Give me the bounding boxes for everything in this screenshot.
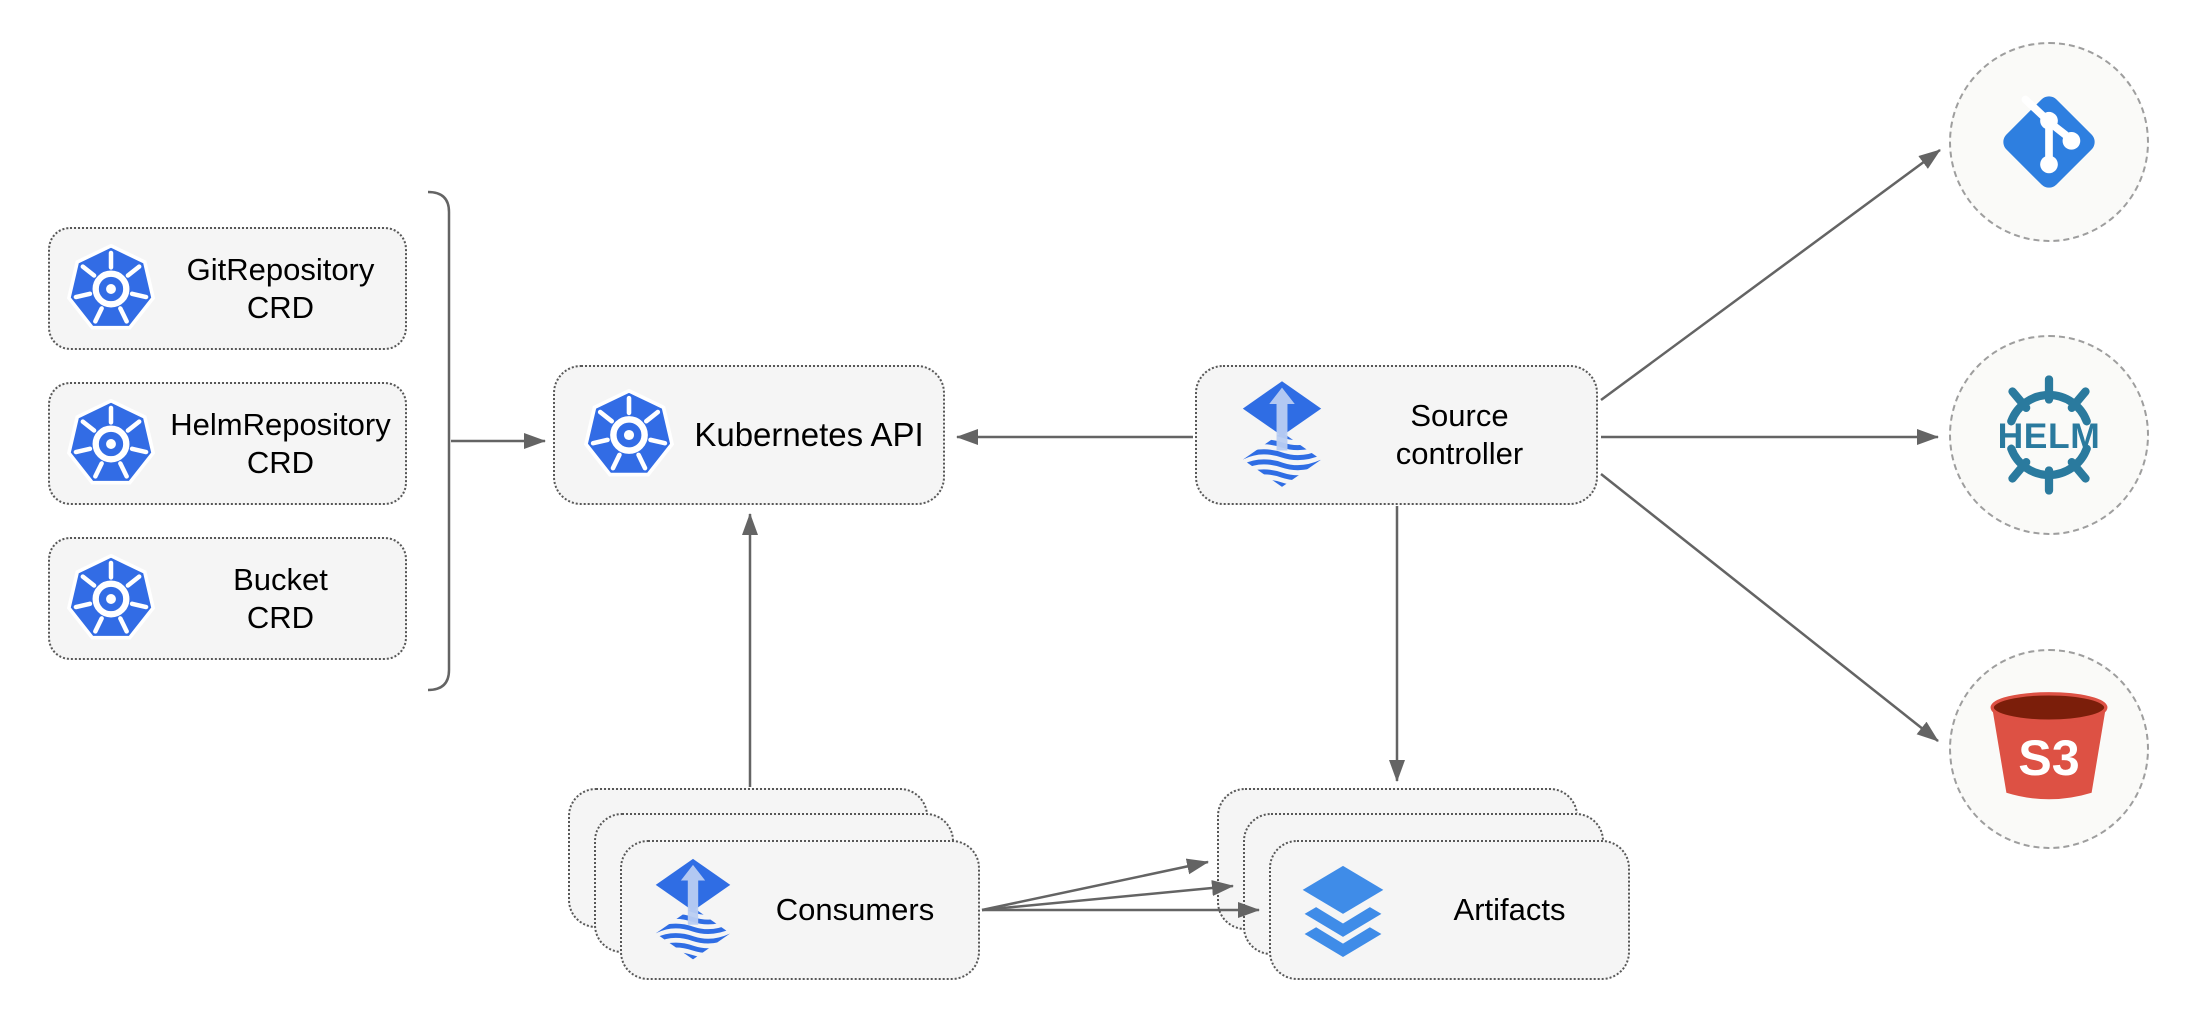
flux-icon: [654, 854, 732, 966]
node-helm-repository: HELM: [1949, 335, 2149, 535]
helm-icon: HELM: [1984, 370, 2114, 500]
s3-bucket-icon: S3: [1990, 692, 2108, 806]
node-git-repository: [1949, 42, 2149, 242]
node-label: HelmRepository CRD: [170, 406, 391, 480]
node-label: Source controller: [1395, 398, 1524, 471]
arrow-source-to-git: [1600, 148, 1941, 402]
crd-group-bracket: [427, 190, 451, 692]
node-s3-bucket: S3: [1949, 649, 2149, 849]
node-kubernetes-api: Kubernetes API: [553, 365, 945, 505]
node-label: Bucket CRD: [233, 561, 328, 635]
node-consumers: Consumers: [620, 840, 980, 980]
kubernetes-icon: [66, 553, 156, 644]
node-label: Kubernetes API: [694, 416, 924, 453]
arrow-consumers-to-artifacts-2: [981, 880, 1234, 912]
node-helmrepository-crd: HelmRepository CRD: [48, 382, 407, 505]
node-label: Artifacts: [1453, 892, 1566, 927]
helm-label: HELM: [1998, 416, 2101, 456]
arrow-consumers-to-artifacts-1: [981, 858, 1209, 912]
kubernetes-icon: [66, 398, 156, 489]
node-bucket-crd: Bucket CRD: [48, 537, 407, 660]
arrow-source-to-s3: [1600, 473, 1939, 742]
node-gitrepository-crd: GitRepository CRD: [48, 227, 407, 350]
kubernetes-icon: [583, 389, 675, 481]
layers-icon: [1295, 862, 1391, 958]
node-source-controller: Source controller: [1195, 365, 1598, 505]
node-label: Consumers: [775, 892, 935, 927]
node-label: GitRepository CRD: [186, 251, 375, 325]
node-artifacts: Artifacts: [1269, 840, 1630, 980]
kubernetes-icon: [66, 243, 156, 334]
git-icon: [1990, 83, 2108, 201]
flux-icon: [1241, 376, 1323, 494]
s3-label: S3: [2018, 730, 2079, 786]
